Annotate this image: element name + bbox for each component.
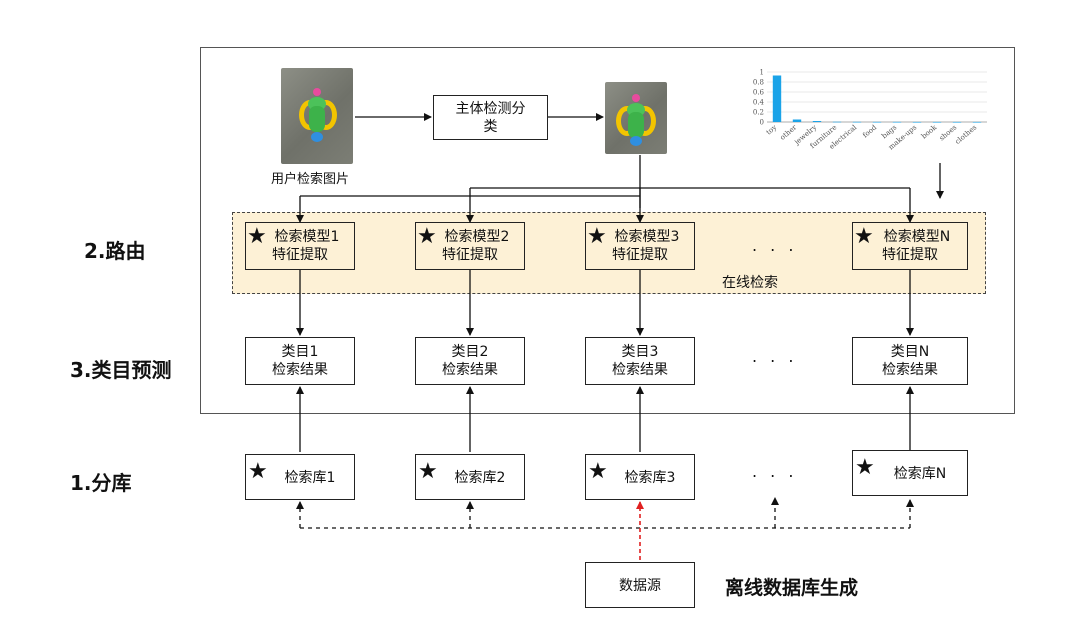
star-icon: ★ [417,224,437,249]
star-icon: ★ [587,224,607,249]
stage-label-sharding: 1.分库 [70,471,132,495]
subject-detection-box: 主体检测分 类 [433,95,548,140]
star-icon: ★ [418,459,438,484]
library-ellipsis: . . . [752,462,798,481]
library-1-label: 检索库1 [284,470,336,486]
result-2-label: 检索结果 [442,362,498,378]
model-2-name: 检索模型2 [444,229,510,245]
data-source-label: 数据源 [619,578,661,594]
chart-bar-bags [892,121,902,123]
result-n-label: 检索结果 [882,362,938,378]
chart-x-tick: book [920,123,939,141]
chart-bar-furniture [832,121,842,123]
library-box-1: ★ 检索库1 [245,454,355,500]
chart-bar-other [792,119,802,122]
model-2-task: 特征提取 [442,247,498,263]
star-icon: ★ [247,224,267,249]
result-box-n: 类目N 检索结果 [852,337,968,385]
chart-y-tick: 0 [760,119,764,127]
chart-bar-book [932,121,942,123]
result-n-category: 类目N [890,344,930,360]
cropped-subject-image [605,82,667,154]
user-image-caption: 用户检索图片 [271,172,350,187]
model-3-task: 特征提取 [612,247,668,263]
chart-x-tick: food [861,123,878,139]
chart-y-tick: 0.6 [753,89,765,97]
model-n-task: 特征提取 [882,247,938,263]
chart-bar-jewelry [812,121,822,122]
result-3-label: 检索结果 [612,362,668,378]
chart-bar-clothes [972,121,982,123]
chart-y-tick: 0.4 [753,99,765,107]
model-3-name: 检索模型3 [614,229,680,245]
star-icon: ★ [588,459,608,484]
result-box-2: 类目2 检索结果 [415,337,525,385]
chart-bar-toy [772,75,782,122]
chart-y-tick: 1 [760,69,764,77]
stage-label-routing: 2.路由 [84,239,146,263]
chart-bar-shoes [952,121,962,123]
detection-line-2: 类 [483,118,498,135]
result-1-category: 类目1 [281,344,319,360]
result-box-1: 类目1 检索结果 [245,337,355,385]
model-ellipsis: . . . [752,236,798,255]
library-box-3: ★ 检索库3 [585,454,695,500]
star-icon: ★ [248,459,268,484]
library-box-2: ★ 检索库2 [415,454,525,500]
result-1-label: 检索结果 [272,362,328,378]
data-source-box: 数据源 [585,562,695,608]
model-box-1: ★ 检索模型1 特征提取 [245,222,355,270]
offline-generation-title: 离线数据库生成 [725,577,859,599]
chart-y-tick: 0.2 [753,109,764,117]
chart-bar-food [872,121,882,123]
chart-bar-electrical [852,121,862,123]
model-n-name: 检索模型N [883,229,951,245]
user-query-image [281,68,353,164]
star-icon: ★ [854,224,874,249]
stage-label-category: 3.类目预测 [70,358,172,382]
chart-x-tick: toy [765,123,779,136]
library-3-label: 检索库3 [624,470,676,486]
chart-bar-make-ups [912,121,922,123]
model-box-3: ★ 检索模型3 特征提取 [585,222,695,270]
online-system-frame [200,47,1015,414]
online-retrieval-label: 在线检索 [722,275,778,291]
result-3-category: 类目3 [621,344,659,360]
result-2-category: 类目2 [451,344,489,360]
result-ellipsis: . . . [752,347,798,366]
chart-y-tick: 0.8 [753,79,764,87]
model-1-name: 检索模型1 [274,229,340,245]
star-icon: ★ [855,455,875,480]
detection-line-1: 主体检测分 [455,100,526,117]
chart-x-tick: clothes [954,123,979,146]
model-box-n: ★ 检索模型N 特征提取 [852,222,968,270]
library-n-label: 检索库N [893,466,947,482]
model-1-task: 特征提取 [272,247,328,263]
model-box-2: ★ 检索模型2 特征提取 [415,222,525,270]
library-box-n: ★ 检索库N [852,450,968,496]
library-2-label: 检索库2 [454,470,506,486]
result-box-3: 类目3 检索结果 [585,337,695,385]
